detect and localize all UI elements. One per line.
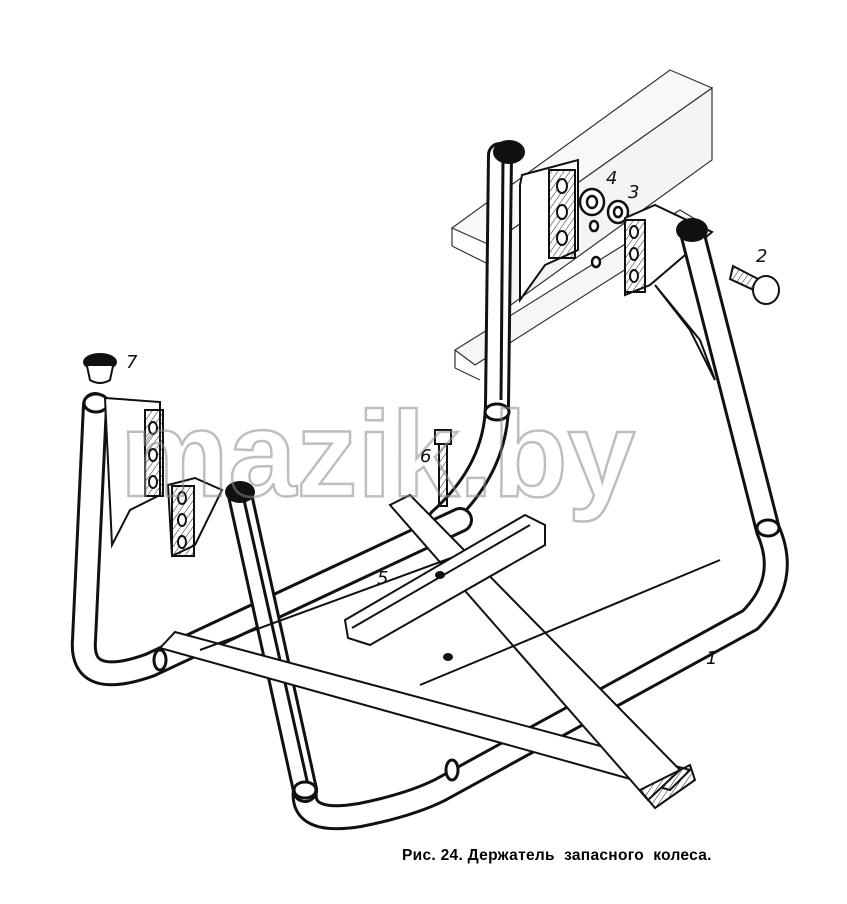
nut-and-washer <box>578 187 630 269</box>
bolt <box>728 264 780 305</box>
rear-right-tube <box>427 140 525 533</box>
support-channel <box>343 513 546 661</box>
callout-1: 1 <box>706 648 717 669</box>
plug-cap <box>83 353 117 384</box>
long-bolt <box>434 429 452 507</box>
callout-3: 3 <box>628 182 639 203</box>
callout-5: 5 <box>377 568 388 589</box>
tube-frame <box>70 218 789 831</box>
figure-caption: Рис. 24. Держатель запасного колеса. <box>402 847 712 864</box>
callout-7: 7 <box>126 352 138 373</box>
callout-4: 4 <box>606 168 617 189</box>
left-brackets <box>103 396 224 558</box>
rear-bracket-right <box>519 158 579 304</box>
callout-6: 6 <box>420 446 431 467</box>
watermark: mazik.by <box>120 386 635 522</box>
callout-2: 2 <box>756 246 767 267</box>
